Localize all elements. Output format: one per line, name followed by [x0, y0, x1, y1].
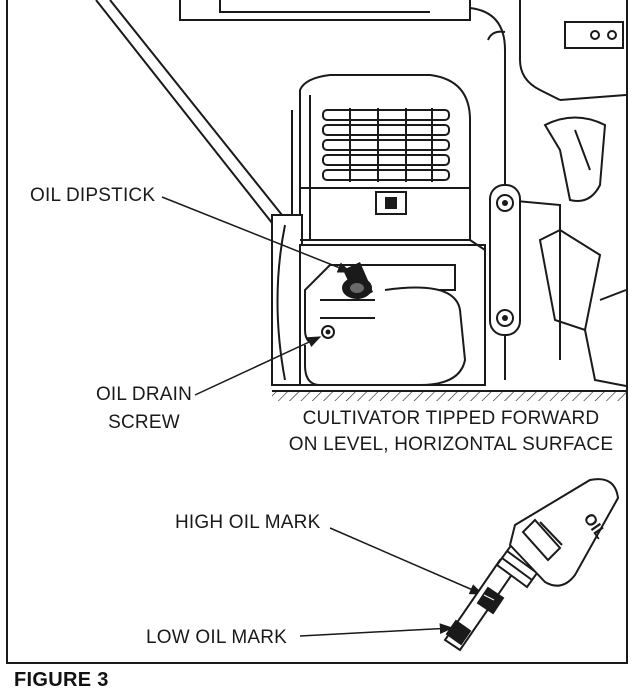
cultivator-tipped-caption: CULTIVATOR TIPPED FORWARD ON LEVEL, HORI… — [276, 408, 626, 456]
oil-drain-label-line2: SCREW — [108, 412, 180, 433]
engine-mount-bracket — [489, 184, 521, 336]
high-oil-leader — [329, 527, 484, 595]
low-oil-leader — [299, 623, 454, 637]
crankcase — [304, 264, 467, 386]
figure-caption: FIGURE 3 — [14, 669, 109, 691]
cultivator-caption-line2: ON LEVEL, HORIZONTAL SURFACE — [288, 434, 614, 455]
dipstick-leader — [161, 196, 352, 273]
dipstick-closeup — [443, 478, 620, 652]
tine-assembly — [504, 116, 627, 387]
high-oil-mark-label: HIGH OIL MARK — [175, 512, 321, 533]
cultivator-caption-line1: CULTIVATOR TIPPED FORWARD — [302, 408, 600, 429]
cultivator-frame — [95, 0, 627, 380]
oil-drain-label-line1: OIL DRAIN — [95, 384, 193, 405]
drain-screw — [321, 325, 335, 339]
level-surface — [272, 390, 626, 401]
oil-drain-screw-label: OIL DRAIN SCREW — [84, 384, 204, 434]
drain-screw-leader — [194, 336, 322, 396]
low-oil-mark-label: LOW OIL MARK — [146, 627, 288, 648]
cooling-fins — [300, 108, 470, 215]
oil-dipstick-label: OIL DIPSTICK — [30, 185, 156, 206]
